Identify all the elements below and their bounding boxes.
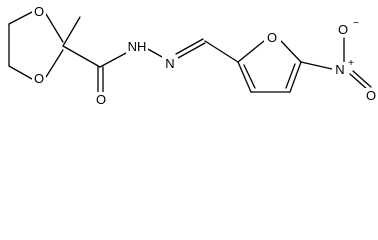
bond-nitro-double-a — [349, 73, 369, 91]
charge-minus: − — [353, 18, 359, 29]
bond-o1-ch2 — [8, 11, 33, 25]
bond-ch2-o2 — [8, 65, 33, 80]
atom-oxygen-1: O — [34, 4, 44, 19]
bond-n-ch-double-a — [177, 42, 206, 59]
atom-furan-oxygen: O — [267, 30, 277, 45]
bond-furan-inner-c4-c5 — [285, 63, 296, 89]
atom-oxygen-2: O — [34, 71, 44, 86]
bond-o2-c2 — [45, 49, 64, 78]
atom-carbonyl-oxygen: O — [96, 92, 106, 107]
bond-furan-c3-c2 — [237, 61, 252, 93]
atom-nitro-nitrogen: N — [335, 62, 344, 77]
bond-n-ch-double-b — [175, 38, 204, 55]
atom-labels: O O O NH N O N + O − O — [32, 4, 378, 107]
bond-furan-o-c5 — [280, 40, 302, 63]
bond-c2-carbonyl — [62, 45, 101, 68]
atom-imine-nitrogen: N — [165, 56, 174, 71]
bond-carbonyl-nh — [99, 51, 129, 68]
atom-nitro-oxygen: O — [366, 88, 376, 103]
chemical-structure: O O O NH N O N + O − O — [8, 4, 378, 107]
bond-furan-c2-o — [237, 40, 265, 63]
bond-nh-n — [145, 47, 165, 59]
bond-furan-inner-c2-c3 — [243, 64, 256, 89]
charge-plus: + — [348, 58, 354, 69]
bond-c5-nitro-n — [300, 61, 333, 70]
bonds — [8, 11, 372, 93]
bond-ch-furan — [204, 40, 239, 63]
bond-o1-c2 — [45, 13, 64, 43]
atom-nitro-oxygen-minus: O — [338, 22, 348, 37]
bond-methyl — [62, 16, 81, 47]
bond-furan-c5-c4 — [289, 61, 302, 93]
atom-nh: NH — [128, 39, 147, 54]
bond-nitro-double-b — [352, 70, 372, 88]
